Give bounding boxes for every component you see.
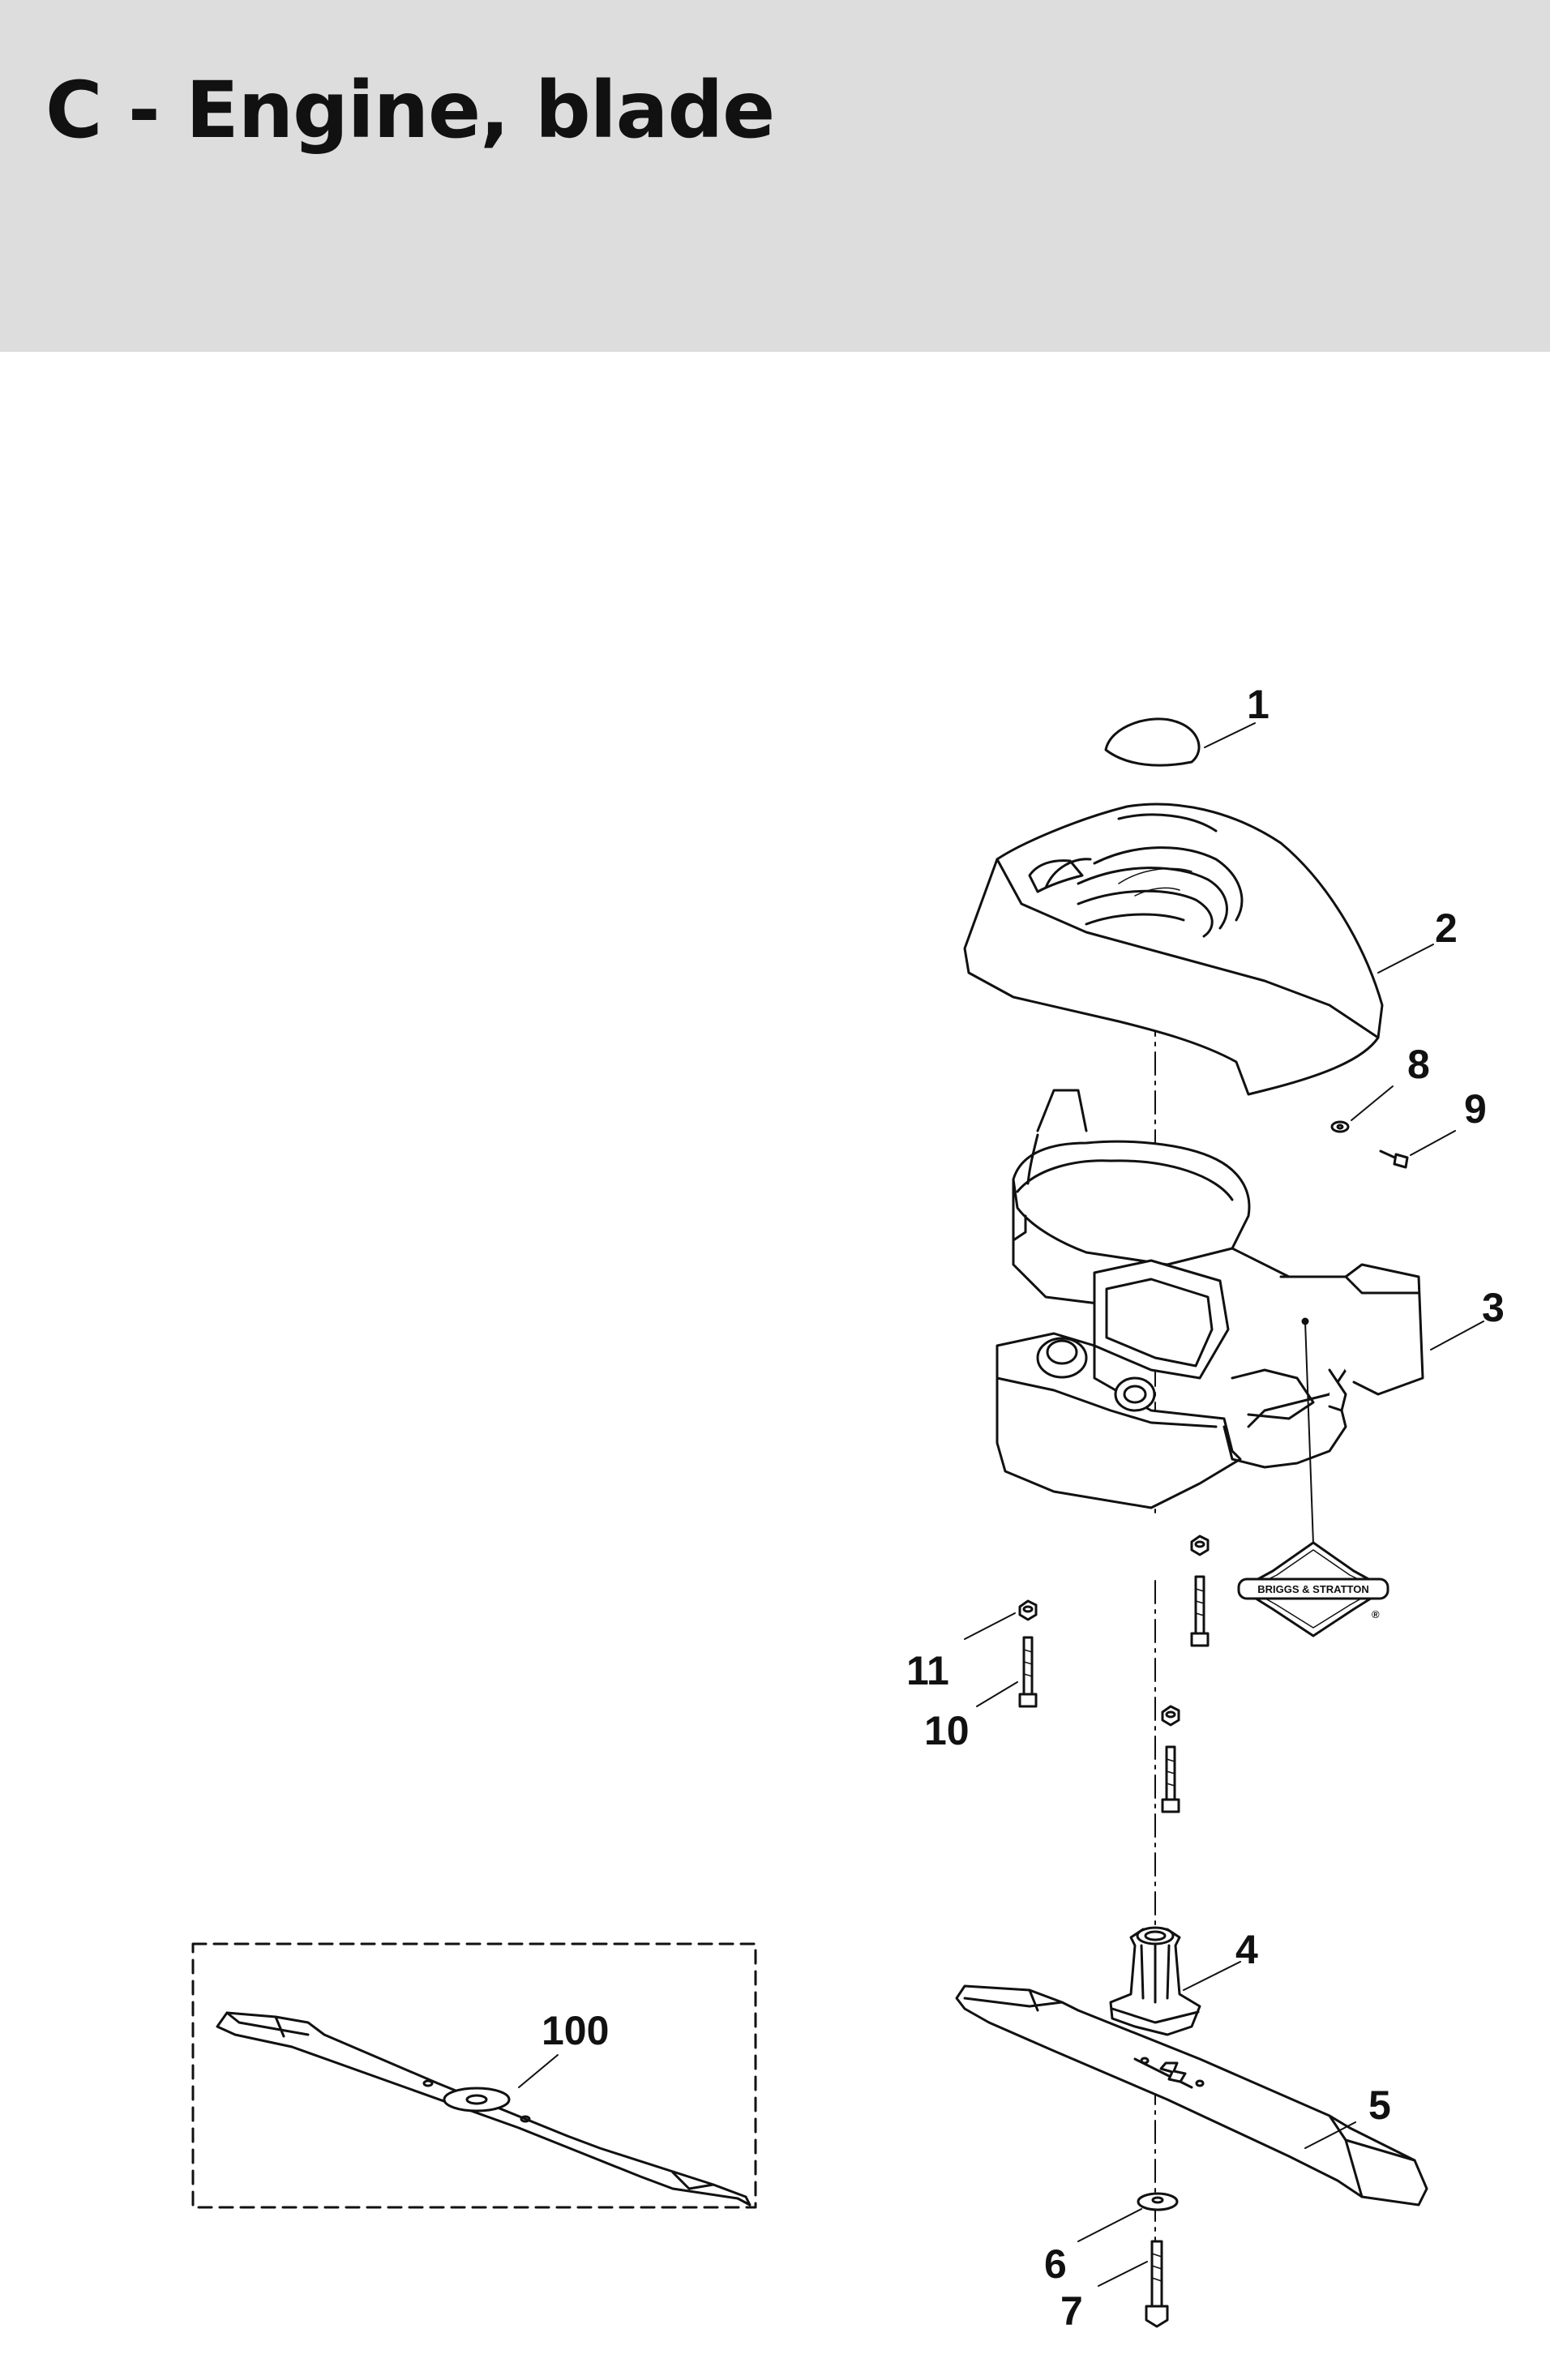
callout-leader-2 — [1377, 944, 1434, 974]
engine-mount-nut-upper — [1190, 1535, 1210, 1556]
callout-3: 3 — [1482, 1285, 1505, 1330]
engine-mount-nut-middle — [1161, 1705, 1180, 1727]
part-100-optional-blade — [216, 2011, 751, 2207]
callout-leader-100 — [518, 2054, 559, 2088]
optional-part-dashed-frame — [191, 1942, 757, 2209]
briggs-stratton-logo-text: BRIGGS & STRATTON — [1257, 1583, 1368, 1595]
part-6-washer — [1137, 2192, 1179, 2211]
engine-mount-bolt-middle — [1161, 1745, 1180, 1813]
callout-leader-5 — [1304, 2121, 1356, 2149]
logo-pointer-line — [1304, 1321, 1314, 1545]
part-10-bolt — [1018, 1636, 1038, 1708]
callout-100: 100 — [542, 2008, 609, 2053]
page-header: C - Engine, blade — [0, 0, 1550, 352]
callout-leader-1 — [1204, 722, 1256, 748]
callout-leader-6 — [1077, 2208, 1142, 2242]
engine-mount-bolt-upper — [1190, 1575, 1210, 1647]
callout-5: 5 — [1368, 2082, 1391, 2128]
page-title: C - Engine, blade — [45, 65, 775, 156]
callout-10: 10 — [924, 1708, 970, 1753]
callout-11: 11 — [906, 1648, 949, 1693]
part-1-cap — [1104, 717, 1201, 767]
registered-trademark-mark: ® — [1372, 1608, 1380, 1620]
callout-leader-3 — [1430, 1321, 1484, 1351]
callout-leader-10 — [976, 1681, 1018, 1707]
callout-leader-11 — [964, 1612, 1016, 1640]
callout-2: 2 — [1435, 905, 1458, 951]
part-8-washer — [1330, 1120, 1350, 1133]
callout-8: 8 — [1407, 1042, 1430, 1087]
part-11-nut — [1018, 1599, 1038, 1621]
part-5-blade — [955, 1984, 1428, 2207]
part-4-blade-adapter — [1109, 1926, 1201, 2036]
callout-1: 1 — [1247, 682, 1270, 727]
briggs-stratton-logo — [1237, 1541, 1389, 1637]
part-9-screw — [1379, 1149, 1409, 1169]
callout-leader-9 — [1410, 1130, 1456, 1156]
part-7-blade-bolt — [1145, 2240, 1169, 2328]
callout-leader-4 — [1183, 1961, 1241, 1991]
callout-6: 6 — [1044, 2241, 1067, 2287]
callout-4: 4 — [1235, 1927, 1258, 1972]
part-3-engine — [996, 1089, 1424, 1509]
callout-9: 9 — [1464, 1086, 1487, 1132]
part-2-engine-cover — [963, 803, 1384, 1096]
callout-7: 7 — [1060, 2288, 1083, 2334]
callout-leader-8 — [1351, 1085, 1394, 1121]
callout-leader-7 — [1098, 2261, 1148, 2287]
